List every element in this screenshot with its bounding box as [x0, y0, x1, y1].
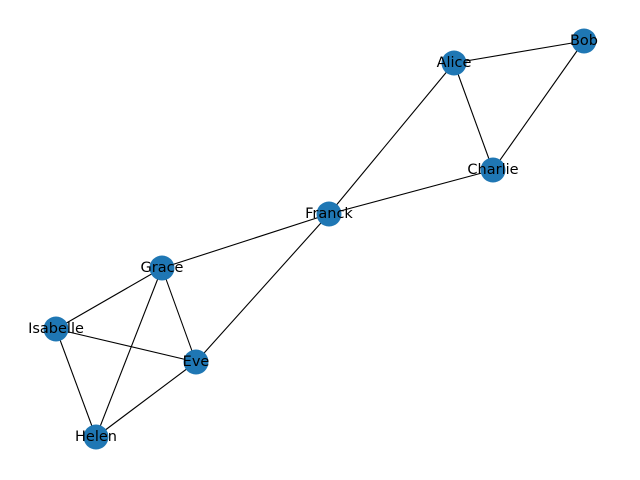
- node-label-alice: Alice: [437, 55, 472, 71]
- node-franck: [316, 201, 342, 227]
- edge-isabelle-helen: [55, 328, 97, 438]
- edge-grace-eve: [161, 267, 197, 363]
- node-label-bob: Bob: [570, 33, 598, 49]
- labels-layer: Alice BobCharlieFranckGraceIsabelleEveHel…: [28, 33, 598, 445]
- nodes-layer: [43, 28, 597, 450]
- edge-grace-helen: [95, 267, 163, 438]
- edges-layer: [55, 40, 585, 438]
- edge-grace-isabelle: [55, 267, 163, 330]
- node-bob: [571, 28, 597, 54]
- edge-eve-helen: [95, 361, 197, 438]
- edge-bob-charlie: [492, 40, 585, 171]
- edge-alice-franck: [328, 62, 455, 215]
- edge-franck-grace: [161, 213, 330, 269]
- edge-alice-charlie: [453, 62, 494, 171]
- node-alice: [441, 50, 467, 76]
- node-eve: [183, 349, 209, 375]
- edge-isabelle-eve: [55, 328, 197, 363]
- node-helen: [83, 424, 109, 450]
- node-grace: [149, 255, 175, 281]
- node-label-franck: Franck: [305, 206, 353, 222]
- edge-charlie-franck: [328, 169, 494, 215]
- edge-franck-eve: [195, 213, 330, 363]
- node-label-isabelle: Isabelle: [28, 321, 84, 337]
- node-label-grace: Grace: [141, 260, 184, 276]
- edge-alice-bob: [453, 40, 585, 64]
- node-label-helen: Helen: [75, 429, 117, 445]
- node-label-eve: Eve: [183, 354, 210, 370]
- node-isabelle: [43, 316, 69, 342]
- node-charlie: [480, 157, 506, 183]
- node-label-charlie: Charlie: [467, 162, 518, 178]
